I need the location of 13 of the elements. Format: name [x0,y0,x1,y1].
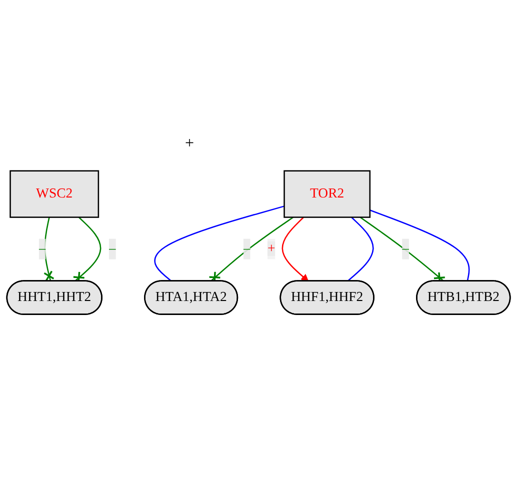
node-box: TOR2 [284,170,371,218]
arrow [282,216,309,282]
connector [43,217,55,282]
edge-label: + [267,241,276,256]
edge-label: – [402,241,409,256]
connector [154,205,284,282]
node-box: WSC2 [10,170,100,218]
sign-label: + [185,135,194,153]
edge-label: – [108,241,116,256]
connector [347,216,374,282]
edge-label: – [38,241,46,256]
connector [370,209,470,282]
edge-label: – [243,241,250,256]
